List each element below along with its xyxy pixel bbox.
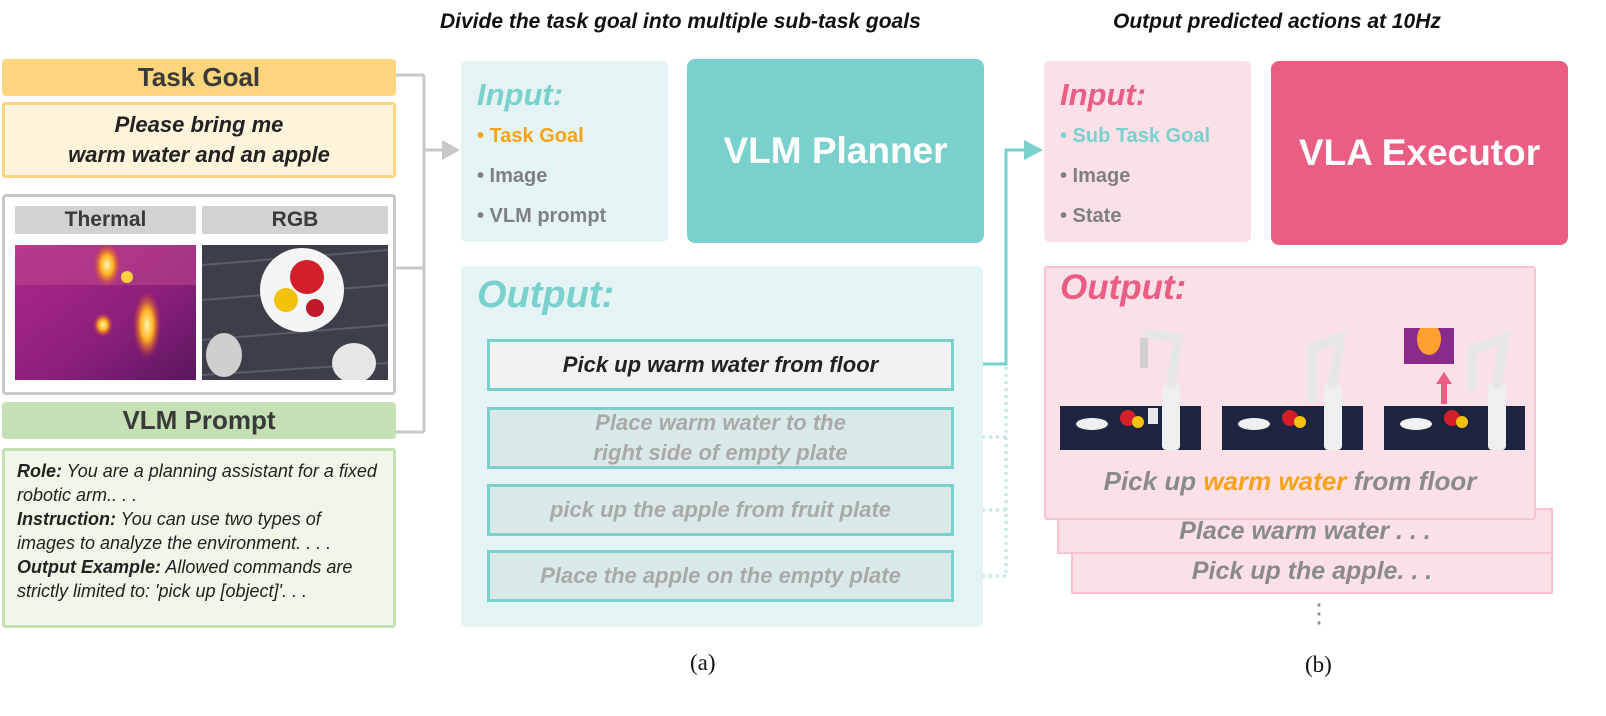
executor-output-title: Output: [1060, 268, 1187, 307]
vlm-prompt-label: VLM Prompt [2, 402, 396, 439]
task-goal-text-line2: warm water and an apple [68, 142, 330, 167]
caption-b: (b) [1305, 652, 1332, 677]
subtask-2: Place warm water to the right side of em… [487, 407, 954, 469]
planner-input-task-goal: • Task Goal [477, 125, 584, 147]
vlm-planner-block: VLM Planner [687, 59, 984, 243]
subtask-3: pick up the apple from fruit plate [487, 484, 954, 536]
task-goal-label: Task Goal [2, 59, 396, 96]
thermal-label: Thermal [15, 206, 196, 234]
planner-input-title: Input: [477, 77, 564, 112]
planner-input-prompt: • VLM prompt [477, 205, 607, 227]
prompt-role: Role: You are a planning assistant for a… [17, 461, 377, 505]
images-box: Thermal RGB [2, 194, 396, 395]
planner-input-box: Input: • Task Goal • Image • VLM prompt [461, 61, 668, 242]
prompt-instruction: Instruction: You can use two types of im… [17, 509, 332, 553]
current-action: Pick up warm water from floor [1103, 466, 1477, 496]
executor-heading: Output predicted actions at 10Hz [1113, 10, 1441, 33]
executor-input-box: Input: • Sub Task Goal • Image • State [1044, 61, 1251, 242]
arrow-right-icon [1024, 140, 1043, 160]
arrow-right-icon [442, 140, 460, 160]
executor-input-subtask: • Sub Task Goal [1060, 125, 1210, 147]
subtask-4: Place the apple on the empty plate [487, 550, 954, 602]
task-goal-box: Please bring me warm water and an apple [2, 102, 396, 178]
next-action-2: Pick up the apple. . . [1071, 548, 1553, 594]
prompt-example: Output Example: Allowed commands are str… [17, 557, 353, 601]
more-actions-ellipsis: ⋮ [1306, 598, 1332, 628]
planner-heading: Divide the task goal into multiple sub-t… [440, 10, 921, 33]
vlm-prompt-box: Role: You are a planning assistant for a… [2, 448, 396, 628]
rgb-image [202, 245, 388, 380]
subtask-1: Pick up warm water from floor [487, 339, 954, 391]
executor-output-box: Output: [1044, 266, 1536, 520]
executor-input-state: • State [1060, 205, 1122, 227]
rgb-label: RGB [202, 206, 388, 234]
thermal-image [15, 245, 196, 380]
robot-frame-2 [1222, 330, 1363, 450]
task-goal-text-line1: Please bring me [114, 112, 284, 137]
robot-frame-3 [1384, 328, 1525, 450]
arrow-up-icon [1436, 372, 1452, 384]
robot-frame-1 [1060, 329, 1201, 450]
vla-executor-block: VLA Executor [1271, 61, 1568, 245]
executor-input-image: • Image [1060, 165, 1131, 187]
planner-output-title: Output: [477, 274, 615, 316]
executor-input-title: Input: [1060, 77, 1147, 112]
robot-frames [1060, 328, 1525, 450]
planner-input-image: • Image [477, 165, 548, 187]
caption-a: (a) [690, 650, 716, 675]
